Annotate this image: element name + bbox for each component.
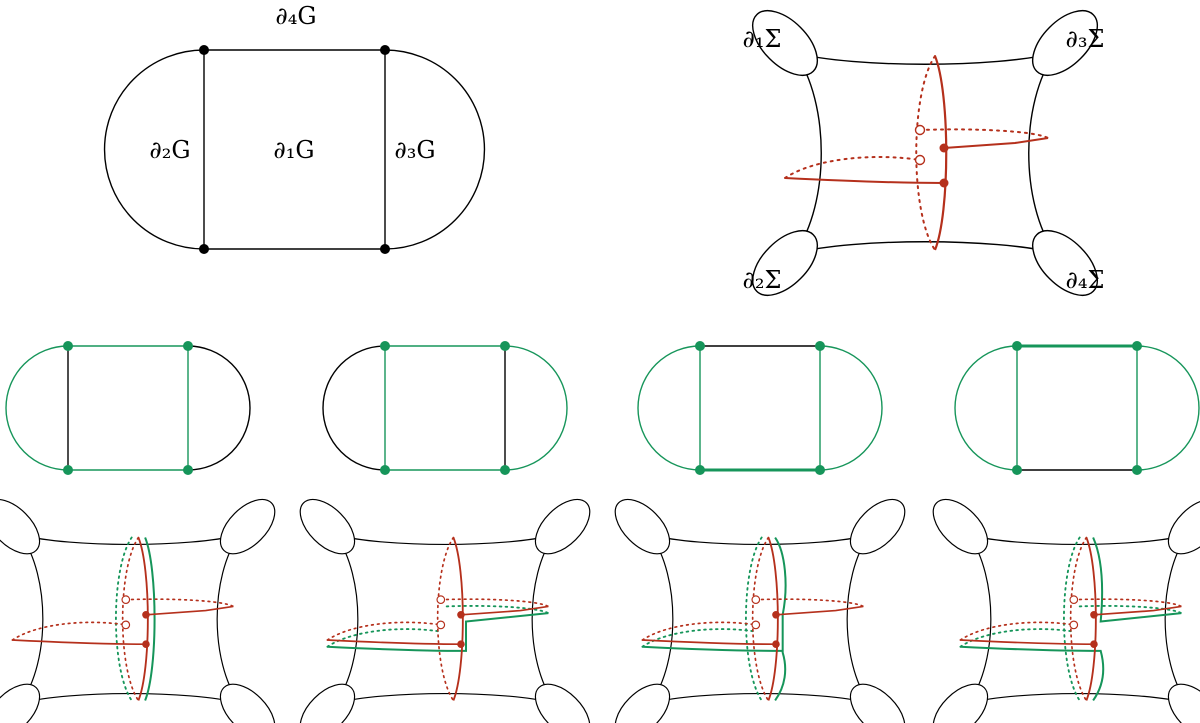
vertex xyxy=(380,244,390,254)
vertex xyxy=(1012,465,1022,475)
vertex xyxy=(500,465,510,475)
label-s3: ∂₃Σ xyxy=(1066,25,1105,53)
vertex xyxy=(183,341,193,351)
vertex xyxy=(183,465,193,475)
edge xyxy=(819,345,883,471)
label-s4: ∂₄Σ xyxy=(1066,266,1105,294)
edge xyxy=(5,345,69,471)
vertex xyxy=(63,465,73,475)
vertex xyxy=(695,341,705,351)
label-d3g: ∂₃G xyxy=(394,136,435,164)
vertex xyxy=(815,341,825,351)
label-d1g: ∂₁G xyxy=(273,136,314,164)
vertex xyxy=(199,45,209,55)
small-graph-3 xyxy=(637,341,883,475)
edge-left-arc xyxy=(103,49,205,250)
small-surface-3 xyxy=(604,489,916,723)
vertex xyxy=(1132,465,1142,475)
edge xyxy=(504,345,568,471)
small-surface-1 xyxy=(0,489,286,723)
edge xyxy=(954,345,1018,471)
surface-main xyxy=(740,0,1110,308)
small-surface-2 xyxy=(289,489,601,723)
vertex xyxy=(1132,341,1142,351)
vertex xyxy=(500,341,510,351)
vertex xyxy=(815,465,825,475)
vertex xyxy=(380,341,390,351)
label-s2: ∂₂Σ xyxy=(743,266,782,294)
label-d2g: ∂₂G xyxy=(149,136,190,164)
edge xyxy=(322,345,386,471)
small-graph-1 xyxy=(5,341,251,475)
vertex xyxy=(380,465,390,475)
small-graph-4 xyxy=(954,341,1200,475)
vertex xyxy=(199,244,209,254)
edge xyxy=(637,345,701,471)
vertex xyxy=(380,45,390,55)
label-s1: ∂₁Σ xyxy=(743,25,782,53)
edge xyxy=(1136,345,1200,471)
edge-right-arc xyxy=(384,49,486,250)
vertex xyxy=(1012,341,1022,351)
edge xyxy=(187,345,251,471)
small-surface-4 xyxy=(922,489,1200,723)
vertex xyxy=(695,465,705,475)
graph-g-main: ∂₄G ∂₂G ∂₁G ∂₃G xyxy=(103,2,486,254)
vertex xyxy=(63,341,73,351)
small-graph-2 xyxy=(322,341,568,475)
label-d4g: ∂₄G xyxy=(275,2,316,30)
